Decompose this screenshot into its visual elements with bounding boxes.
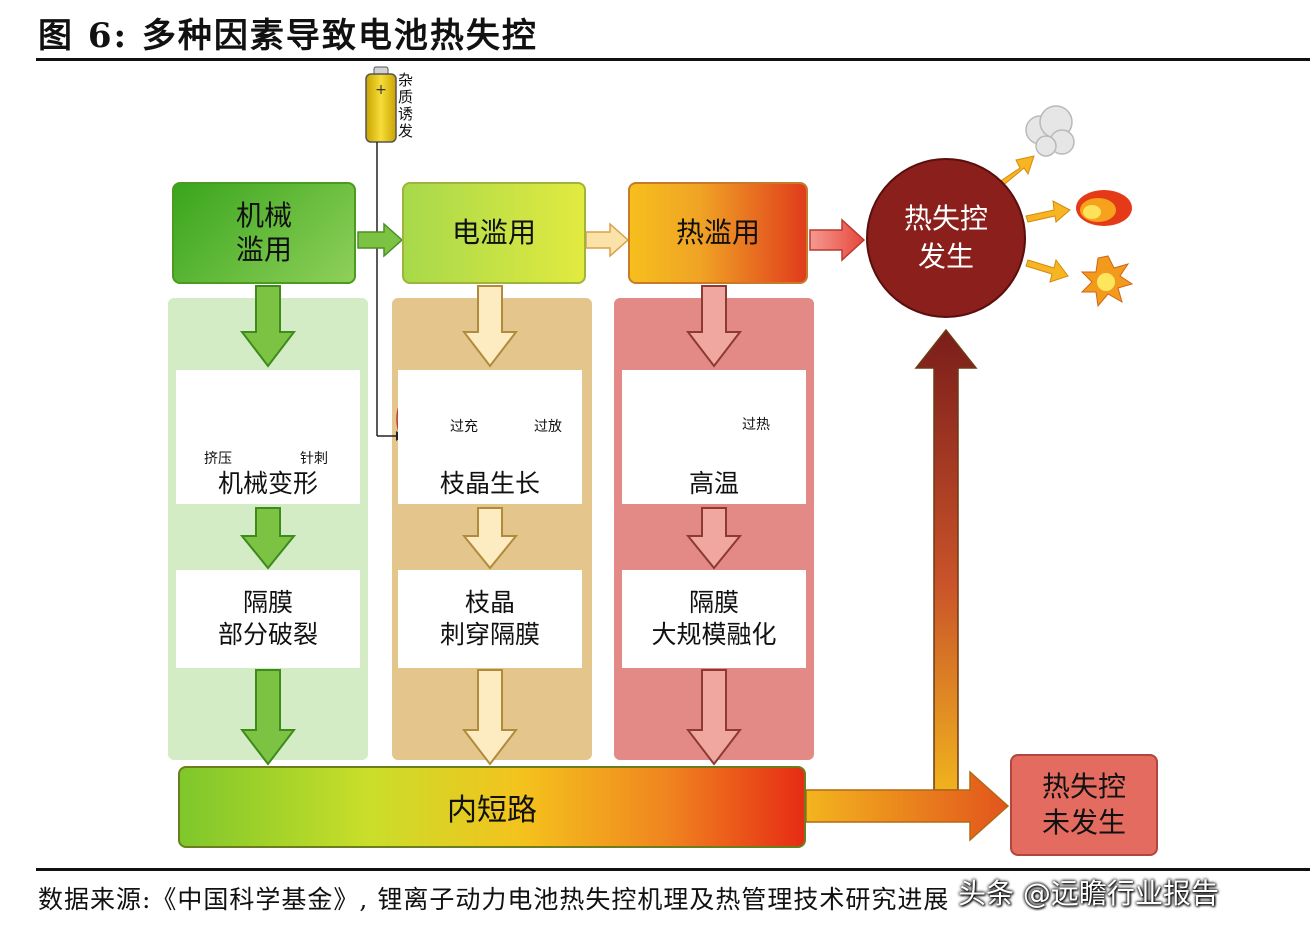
internal-short-circuit-label: 内短路 <box>447 793 537 828</box>
thermal-runaway-occurs-line1: 热失控 <box>903 202 988 235</box>
arrow-elec-down-3 <box>461 669 519 766</box>
thermal-abuse-box: 热滥用 <box>628 182 808 284</box>
top-rule <box>36 58 1310 61</box>
arrow-heat-down-1 <box>685 285 743 368</box>
separator-partial-rupture-card: 隔膜 部分破裂 <box>176 570 360 668</box>
separator-partial-rupture-line2: 部分破裂 <box>217 620 318 649</box>
arrow-elec-down-2 <box>461 507 519 570</box>
arrow-mech-to-elec <box>357 222 404 258</box>
source-note: 数据来源:《中国科学基金》, 锂离子动力电池热失控机理及热管理技术研究进展 <box>38 885 950 914</box>
separator-melting-card: 隔膜 大规模融化 <box>622 570 806 668</box>
dendrite-pierce-card: 枝晶 刺穿隔膜 <box>398 570 582 668</box>
impurity-label: 杂质诱发 <box>398 71 414 140</box>
thermal-runaway-occurs-line2: 发生 <box>917 240 974 273</box>
mechanical-abuse-line2: 滥用 <box>235 233 292 266</box>
mechanical-abuse-box: 机械 滥用 <box>172 182 356 284</box>
dendrite-pierce-line1: 枝晶 <box>464 588 515 617</box>
fire-icon <box>1076 190 1132 226</box>
smoke-icon <box>1025 105 1075 157</box>
arrow-heat-to-runaway <box>809 218 866 262</box>
thermal-abuse-label: 热滥用 <box>675 216 760 249</box>
separator-partial-rupture-line1: 隔膜 <box>242 588 293 617</box>
high-temperature-label: 高温 <box>688 469 739 498</box>
outcome-arrow-fire <box>1025 200 1071 223</box>
svg-text:+: + <box>375 82 387 98</box>
arrow-mech-down-2 <box>239 507 297 570</box>
overcharge-label: 过充 <box>450 419 478 435</box>
dendrite-pierce-line2: 刺穿隔膜 <box>439 620 540 649</box>
explosion-icon <box>1080 255 1134 308</box>
arrow-heat-down-2 <box>685 507 743 570</box>
separator-melting-line2: 大规模融化 <box>651 620 777 649</box>
dendrite-growth-label: 枝晶生长 <box>439 469 540 498</box>
thermal-runaway-occurs-node: 热失控 发生 <box>866 158 1026 318</box>
outcome-arrow-explosion <box>1025 258 1069 283</box>
thermal-runaway-not-occur-line1: 热失控 <box>1041 770 1126 803</box>
high-temperature-card: 高温 <box>622 370 806 504</box>
arrow-heat-down-3 <box>685 669 743 766</box>
figure-title: 图 6: 多种因素导致电池热失控 <box>38 16 538 56</box>
thermal-runaway-not-occur-line2: 未发生 <box>1041 806 1126 839</box>
arrow-mech-down-3 <box>239 669 297 766</box>
arrow-short-to-runaway <box>914 328 978 791</box>
mechanical-deformation-label: 机械变形 <box>217 469 318 498</box>
overdischarge-label: 过放 <box>534 419 562 435</box>
thermal-runaway-not-occur-box: 热失控 未发生 <box>1010 754 1158 856</box>
nail-label: 针刺 <box>300 451 328 467</box>
electrical-abuse-box: 电滥用 <box>402 182 586 284</box>
arrow-mech-down-1 <box>239 285 297 368</box>
impurity-battery-icon: + <box>365 66 397 143</box>
internal-short-circuit-box: 内短路 <box>178 766 806 848</box>
mechanical-abuse-line1: 机械 <box>235 199 292 232</box>
overheat-label: 过热 <box>742 417 770 433</box>
crush-label: 挤压 <box>204 451 232 467</box>
arrow-elec-down-1 <box>461 285 519 368</box>
arrow-elec-to-heat <box>585 222 630 258</box>
watermark: 头条 @远瞻行业报告 <box>958 877 1219 910</box>
arrow-short-to-no-runaway <box>805 770 1010 842</box>
mechanical-deformation-card: 机械变形 <box>176 370 360 504</box>
bottom-rule <box>36 868 1310 871</box>
dendrite-growth-card: 枝晶生长 <box>398 370 582 504</box>
separator-melting-line1: 隔膜 <box>688 588 739 617</box>
electrical-abuse-label: 电滥用 <box>451 216 536 249</box>
